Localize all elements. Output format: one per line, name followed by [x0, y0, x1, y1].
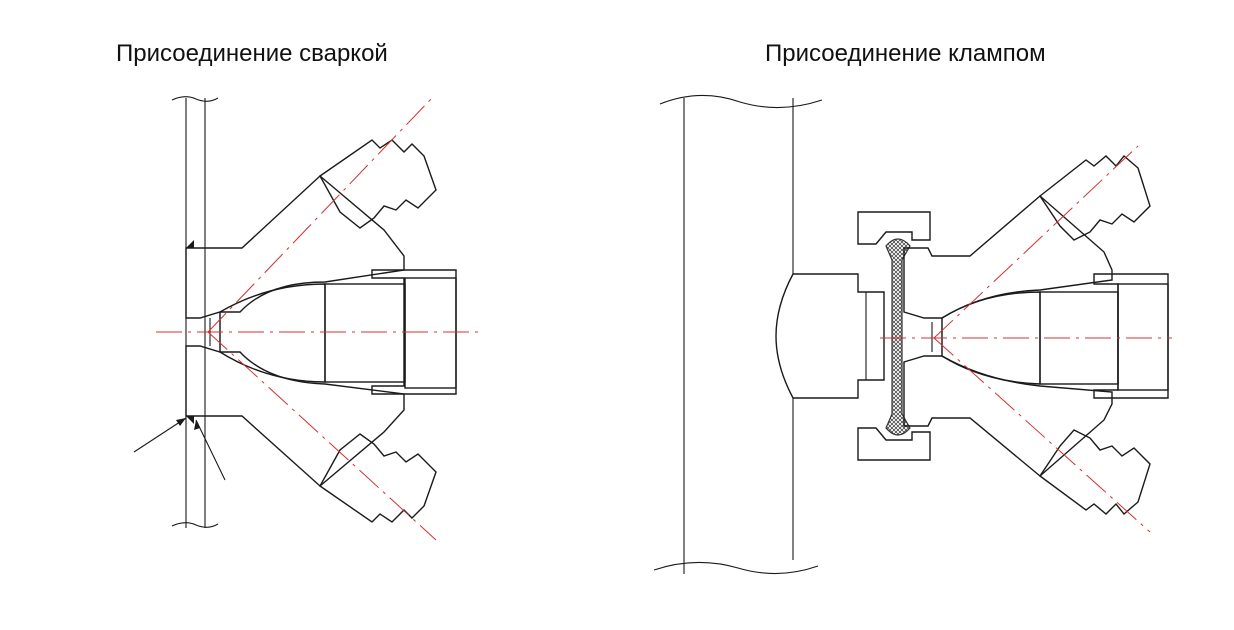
title-weld-connection: Присоединение сваркой [116, 40, 388, 67]
weld-seams [186, 240, 194, 424]
fitting-inner-bore [209, 277, 457, 389]
weld-connection-drawing [133, 96, 484, 541]
gasket [885, 238, 911, 436]
vessel-ferrule [775, 273, 885, 399]
weld-leader-arrows [133, 417, 226, 481]
vessel-wall-right [653, 94, 823, 575]
fitting-body-section [185, 139, 457, 523]
center-axes-right [880, 145, 1172, 533]
clamp-fitting-bore [931, 283, 1169, 391]
clamp-connection-drawing [653, 94, 1172, 575]
clamp-fitting-body [903, 154, 1169, 516]
title-clamp-connection: Присоединение клампом [765, 40, 1046, 67]
vessel-wall-left [171, 96, 219, 528]
clamp-ring [857, 211, 931, 461]
center-axes-left [156, 97, 484, 541]
